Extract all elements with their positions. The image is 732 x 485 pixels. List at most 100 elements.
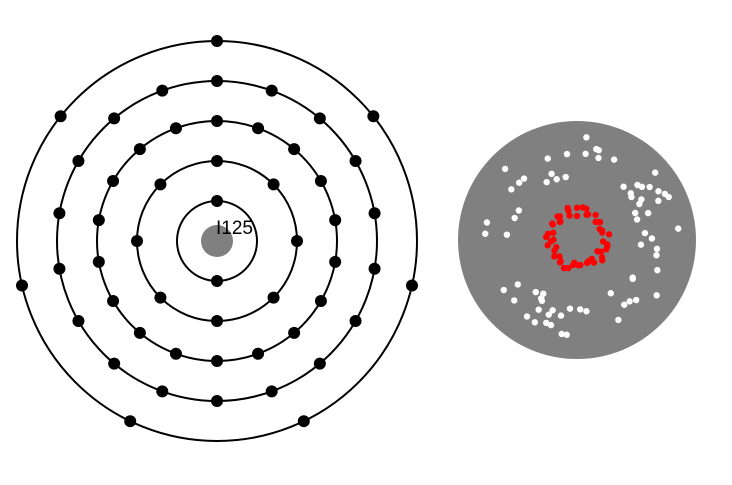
electron bbox=[92, 214, 105, 227]
neutron bbox=[595, 154, 602, 162]
neutron bbox=[508, 186, 515, 193]
neutron bbox=[562, 173, 569, 181]
electron bbox=[154, 291, 167, 304]
atom-label: I125 bbox=[216, 218, 253, 239]
electron bbox=[131, 235, 143, 247]
proton bbox=[599, 257, 606, 264]
electron bbox=[314, 175, 327, 187]
electron bbox=[291, 235, 303, 247]
proton bbox=[584, 211, 592, 218]
electron bbox=[72, 315, 85, 327]
neutron bbox=[653, 252, 660, 259]
electron bbox=[211, 195, 223, 207]
electron bbox=[133, 143, 146, 156]
proton bbox=[551, 253, 558, 260]
electron bbox=[211, 35, 223, 47]
electron bbox=[211, 155, 223, 167]
neutron bbox=[644, 209, 652, 217]
proton bbox=[595, 218, 603, 226]
electron bbox=[288, 143, 301, 156]
electron bbox=[169, 347, 182, 360]
proton bbox=[564, 264, 572, 272]
electron bbox=[211, 355, 223, 367]
neutron bbox=[655, 197, 662, 205]
neutron bbox=[511, 214, 518, 222]
electron bbox=[297, 415, 310, 428]
neutron bbox=[545, 311, 552, 318]
neutron bbox=[515, 207, 523, 214]
neutron bbox=[501, 165, 509, 173]
electron bbox=[169, 122, 182, 135]
electron bbox=[349, 315, 362, 327]
neutron bbox=[675, 225, 682, 232]
electron bbox=[133, 326, 146, 339]
neutron bbox=[629, 274, 636, 281]
neutron bbox=[583, 308, 590, 315]
proton bbox=[549, 220, 556, 227]
neutron bbox=[511, 297, 518, 304]
neutron bbox=[583, 134, 590, 141]
neutron bbox=[532, 288, 539, 296]
electron bbox=[314, 295, 327, 307]
neutron bbox=[632, 209, 639, 217]
electron bbox=[368, 207, 381, 220]
electron bbox=[405, 279, 418, 292]
neutron bbox=[621, 301, 628, 308]
proton bbox=[605, 231, 613, 238]
neutron bbox=[633, 216, 641, 223]
electron bbox=[313, 112, 326, 125]
proton bbox=[566, 212, 573, 219]
proton bbox=[583, 259, 591, 267]
electron bbox=[107, 295, 120, 307]
electron bbox=[211, 275, 223, 287]
neutron bbox=[503, 231, 511, 238]
atom-nucleus bbox=[201, 225, 233, 257]
neutron bbox=[655, 188, 662, 195]
proton bbox=[571, 259, 578, 267]
proton bbox=[598, 227, 606, 234]
neutron bbox=[607, 290, 614, 297]
proton bbox=[544, 230, 552, 238]
electron bbox=[92, 255, 105, 268]
electron bbox=[267, 291, 280, 304]
electron bbox=[265, 84, 278, 97]
neutron bbox=[549, 307, 556, 314]
electron bbox=[211, 395, 223, 407]
proton bbox=[557, 258, 564, 265]
electron bbox=[288, 326, 301, 339]
neutron bbox=[653, 245, 661, 253]
electron bbox=[265, 385, 278, 398]
nucleus-detail-view bbox=[458, 121, 696, 359]
proton bbox=[556, 253, 563, 260]
electron bbox=[53, 207, 66, 220]
proton bbox=[556, 213, 564, 220]
electron bbox=[156, 84, 169, 97]
neutron bbox=[654, 266, 661, 274]
neutron bbox=[615, 316, 622, 324]
electron bbox=[252, 122, 265, 135]
neutron bbox=[482, 230, 489, 237]
neutron bbox=[637, 241, 645, 248]
neutron bbox=[558, 330, 565, 338]
neutron bbox=[641, 229, 649, 237]
neutron bbox=[563, 150, 571, 158]
neutron bbox=[661, 190, 669, 198]
proton bbox=[597, 248, 605, 255]
neutron bbox=[535, 306, 542, 313]
nucleus-background bbox=[458, 121, 696, 359]
neutron bbox=[632, 296, 640, 304]
neutron bbox=[543, 178, 550, 186]
neutron bbox=[537, 295, 545, 302]
neutron bbox=[651, 169, 659, 176]
proton bbox=[564, 204, 571, 212]
neutron bbox=[595, 147, 602, 154]
neutron bbox=[514, 281, 521, 288]
proton bbox=[592, 211, 599, 219]
electron bbox=[329, 255, 342, 268]
neutron bbox=[577, 306, 584, 313]
proton bbox=[557, 218, 564, 225]
electron bbox=[72, 155, 85, 167]
neutron bbox=[483, 219, 491, 226]
electron bbox=[211, 115, 223, 127]
